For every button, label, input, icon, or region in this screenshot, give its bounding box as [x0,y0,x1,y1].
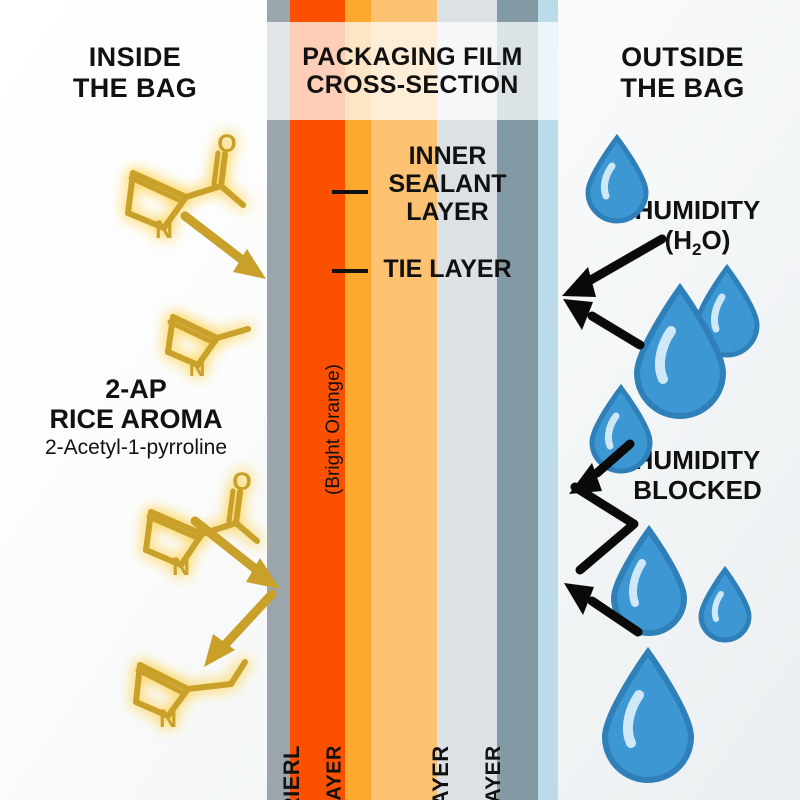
inside-heading-line2: THE BAG [72,72,198,103]
water-droplet-large-center [633,282,727,419]
outside-heading-line2: THE BAG [620,72,745,103]
droplet-highlight [711,591,724,622]
humidity-word: HUMIDITY [634,195,761,225]
humidity-formula-pre: (H [664,224,693,255]
film-layer-edge-inner-gray [267,0,290,800]
callout-tie-layer-line1: TIE LAYER [383,255,512,283]
aroma-name: RICE AROMA [49,404,223,435]
page-title-line2: CROSS-SECTION [306,71,519,100]
humidity-formula: (H2O) [600,224,795,260]
film-layer-inner-layer: INNE LAYER [324,0,371,800]
water-droplet-small-lower-right [698,565,752,643]
molecule-nitrogen-label: N [155,216,173,244]
aroma-legend: 2-AP RICE AROMA 2-Acetyl-1-pyrroline [8,374,264,462]
molecule-pyrroline-ring-bottom: N [133,659,248,733]
molecule-nitrogen-label: N [172,553,190,581]
droplet-highlight [710,293,726,333]
humidity-formula-post: O) [701,224,731,255]
droplet-highlight [655,326,676,384]
inside-heading-line1: INSIDE [88,42,182,72]
callout-inner-sealant-line1: INNER [408,142,487,170]
film-layer-outer-protective-layer: OUTER PROTECTIVE LAYER [482,0,538,800]
film-layer-substrate-layer: SUBSTRATE LAYER [428,0,497,800]
molecule-2ap-full-bottom: N O [143,468,260,581]
callout-inner-sealant-line2: SEALANT [388,170,507,198]
film-layer-edge-outer-blue [538,0,558,800]
callout-tie-layer: TIE LAYER [360,255,535,283]
molecule-pyrroline-ring-upper: N [165,314,251,381]
page-title-line1: PACKAGING FILM [302,43,523,71]
droplet-highlight [604,412,620,450]
humidity-arrow-top [562,234,667,297]
aroma-abbrev: 2-AP [105,374,167,404]
humidity-formula-subscript: 2 [692,239,702,259]
film-layer-nano-coated-barrier: NANO-COATED BARRIERL [279,0,345,800]
molecule-oxygen-label: O [217,130,236,158]
droplet-highlight [623,690,644,748]
water-droplet-small-top [585,133,649,224]
blocked-line2: BLOCKED [633,474,762,505]
droplet-highlight [600,162,616,200]
page-title: PACKAGING FILM CROSS-SECTION [237,43,588,100]
molecule-oxygen-label: O [232,468,251,496]
water-droplet-large-bottom [601,646,695,783]
header-overlay-band [267,22,558,120]
callout-inner-sealant-line3: LAYER [406,198,489,226]
film-layer-inner-layer-light [371,0,437,800]
aroma-iupac-name: 2-Acetyl-1-pyrroline [44,436,228,460]
humidity-label: HUMIDITY (H2O) [600,195,795,260]
droplet-highlight [629,559,646,607]
humidity-arrow-second [563,299,645,350]
aroma-arrow-return [204,589,277,667]
water-droplet-medium-lower-left [610,524,688,636]
water-droplet-small-mid [589,383,653,474]
humidity-blocked-arrow-upper [569,439,639,575]
aroma-arrow-lower [190,516,280,589]
outside-heading-line1: OUTSIDE [621,42,744,72]
molecule-nitrogen-label: N [189,355,206,381]
water-droplet-medium-right [694,263,760,358]
humidity-blocked-arrow-lower [564,583,643,637]
outside-the-bag-heading: OUTSIDE THE BAG [570,42,795,104]
humidity-blocked-label: HUMIDITY BLOCKED [600,445,795,505]
aroma-arrow-upper [180,211,266,279]
molecule-2ap-full-top: N O [125,130,246,244]
blocked-line1: HUMIDITY [634,445,761,475]
molecule-nitrogen-label: N [159,705,177,733]
inside-the-bag-heading: INSIDE THE BAG [10,42,260,104]
leader-line-inner-sealant [332,190,368,194]
leader-line-tie-layer [332,269,368,273]
